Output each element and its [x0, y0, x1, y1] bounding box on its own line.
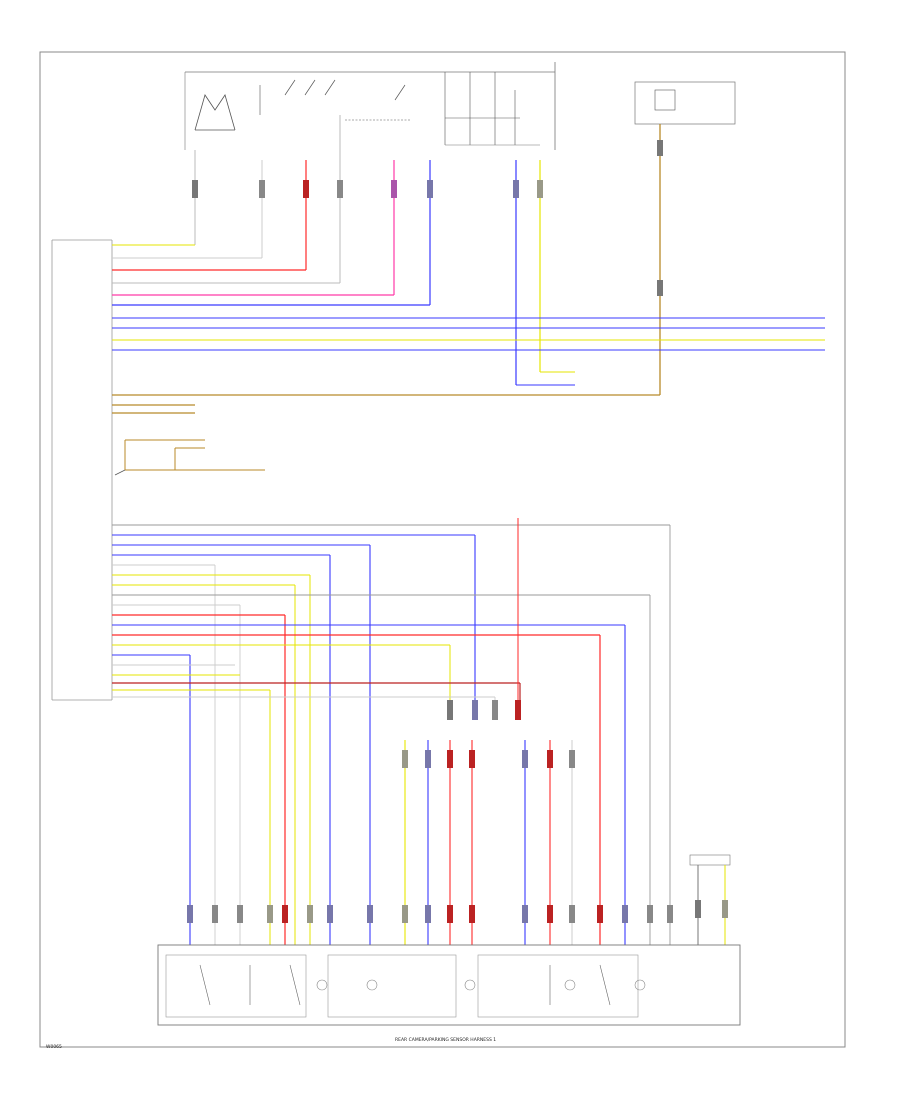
left-control-module [51, 239, 113, 701]
right-small-harness [689, 854, 731, 945]
bottom-connector-stubs [187, 905, 673, 923]
lower-horizontal-wires [112, 518, 671, 945]
upper-horizontal-wires [112, 244, 825, 386]
harness-caption: REAR CAMERA/PARKING SENSOR HARNESS 1 [395, 1037, 496, 1043]
page-border [39, 51, 846, 1048]
top-right-relay [634, 81, 736, 395]
bottom-harness-box [157, 944, 741, 1026]
middle-horizontal-wires [112, 394, 660, 476]
top-switch-assembly [184, 62, 556, 150]
top-vertical-wires [192, 115, 543, 385]
page-code: W0065 [46, 1044, 62, 1050]
